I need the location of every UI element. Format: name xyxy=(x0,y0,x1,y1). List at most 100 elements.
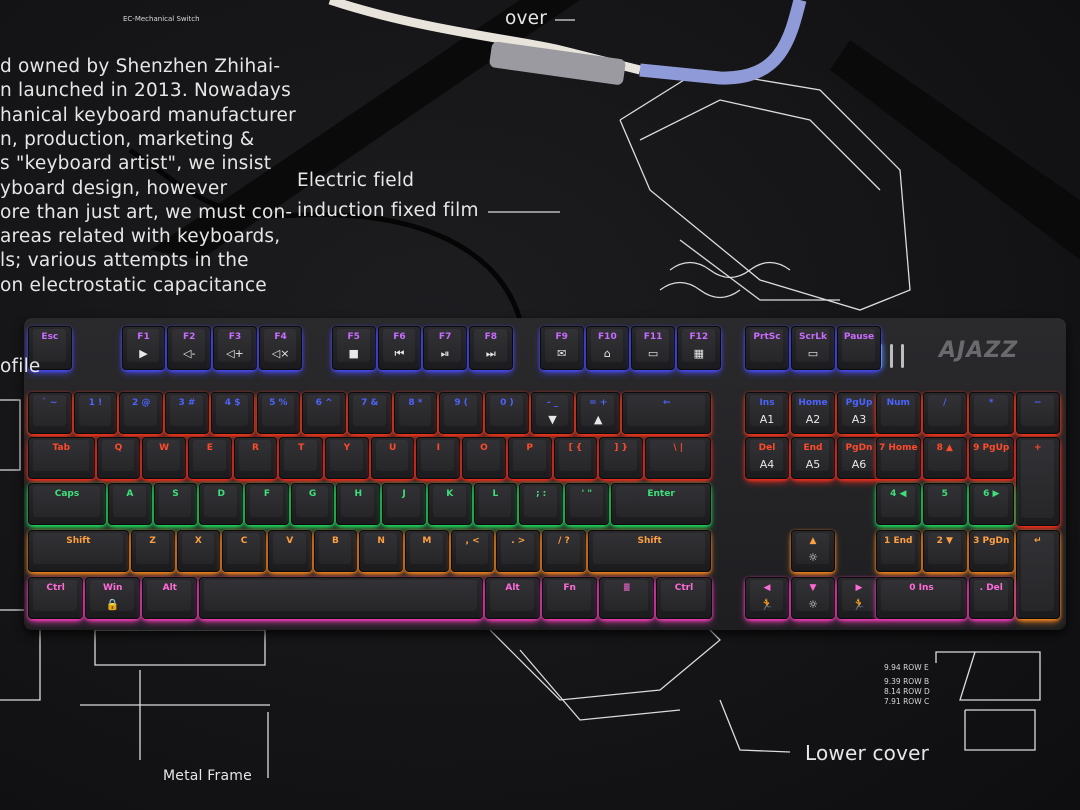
key-legend: + xyxy=(1033,443,1042,453)
paragraph-line: ore than just art, we must con- xyxy=(0,201,293,223)
key: Fn xyxy=(542,577,598,619)
key: Y xyxy=(325,437,369,479)
key: F4◁× xyxy=(258,326,303,370)
key-legend: 2 @ xyxy=(132,398,151,408)
key-sublegend: ◁× xyxy=(271,347,290,360)
key-legend: 7 Home xyxy=(878,443,918,453)
key-legend: Pause xyxy=(843,332,875,342)
key: A xyxy=(107,483,152,525)
switch-caption: EC-Mechanical Switch xyxy=(123,15,200,23)
key: L xyxy=(473,483,518,525)
key: 0 Ins xyxy=(876,577,967,619)
key-sublegend: 🏃 xyxy=(760,598,774,611)
key-legend: Caps xyxy=(54,489,80,499)
key-sublegend: A2 xyxy=(805,413,821,426)
key-legend: 4 $ xyxy=(224,398,241,408)
key-legend: ◀ xyxy=(763,583,771,593)
key: V xyxy=(267,530,312,572)
key-sublegend: A1 xyxy=(759,413,775,426)
key-legend: F7 xyxy=(438,332,452,342)
key-sublegend: ▲ xyxy=(594,413,603,426)
key-legend: - _ xyxy=(546,398,559,408)
key-legend: = + xyxy=(589,398,608,408)
scroll-lock-led xyxy=(901,344,904,368)
key-legend: Ins xyxy=(759,398,775,408)
key: Tab xyxy=(28,437,95,479)
key-legend: ; : xyxy=(535,489,547,499)
white-cable xyxy=(328,0,642,75)
electric-label-2: induction fixed film xyxy=(297,200,479,221)
key: M xyxy=(405,530,449,572)
key-legend: 9 ( xyxy=(454,398,468,408)
key-legend: 3 # xyxy=(178,398,196,408)
key-legend: A xyxy=(126,489,134,499)
key-legend: End xyxy=(803,443,823,453)
key: Pause xyxy=(837,326,881,370)
key-legend: F9 xyxy=(555,332,568,342)
key: 9 PgUp xyxy=(969,437,1014,479)
key: Shift xyxy=(587,530,712,572)
key: T xyxy=(279,437,324,479)
key: S xyxy=(153,483,198,525)
key-legend: C xyxy=(240,536,248,546)
brand-logo: AJAZZ xyxy=(939,338,1019,363)
key-legend: E xyxy=(206,443,213,453)
key-sublegend: ◁+ xyxy=(226,347,244,360)
key-legend: ↵ xyxy=(1033,536,1042,546)
key-legend: G xyxy=(308,489,317,499)
key: Caps xyxy=(28,483,106,525)
key-legend: 6 ^ xyxy=(315,398,333,408)
key: - _▼ xyxy=(530,392,575,434)
key-sublegend: ▶ xyxy=(139,347,148,360)
key: Z xyxy=(130,530,175,572)
key-legend: 4 ◀ xyxy=(890,489,907,499)
key-legend: Q xyxy=(114,443,123,453)
key-legend: Alt xyxy=(162,583,177,593)
key-legend: Enter xyxy=(647,489,675,499)
key-legend: ' " xyxy=(581,489,593,499)
key-sublegend: A6 xyxy=(851,458,867,471)
key-legend: Del xyxy=(758,443,776,453)
key-sublegend: A4 xyxy=(759,458,775,471)
paragraph-line: ls; various attempts in the xyxy=(0,250,249,272)
key-legend: 5 xyxy=(941,489,948,499)
key: F5■ xyxy=(331,326,376,370)
key-legend: * xyxy=(988,398,994,408)
key: 8 * xyxy=(393,392,438,434)
key-sublegend: ⏯ xyxy=(440,347,450,360)
key-legend: S xyxy=(172,489,179,499)
key-legend: P xyxy=(526,443,533,453)
key: ` ~ xyxy=(28,392,72,434)
row-label: 9.39 ROW B xyxy=(884,677,930,686)
key: F11▭ xyxy=(631,326,675,370)
key-legend: F11 xyxy=(643,332,663,342)
key-legend: R xyxy=(252,443,259,453)
metal-frame-label: Metal Frame xyxy=(163,768,252,784)
key-legend: B xyxy=(332,536,339,546)
key: Enter xyxy=(610,483,712,525)
key-legend: F12 xyxy=(689,332,709,342)
stand-bar xyxy=(150,0,580,260)
key-legend: K xyxy=(446,489,454,499)
key-legend: ← xyxy=(663,398,671,408)
key: ← xyxy=(622,392,712,434)
key-legend: − xyxy=(1033,398,1042,408)
key-sublegend: ⏭ xyxy=(485,347,496,360)
key: . Del xyxy=(969,577,1014,619)
key: F1▶ xyxy=(121,326,166,370)
key-legend: Num xyxy=(886,398,910,408)
key: F2◁- xyxy=(167,326,212,370)
key-legend: 1 End xyxy=(884,536,913,546)
key-legend: 3 PgDn xyxy=(973,536,1010,546)
key: H xyxy=(336,483,381,525)
key: ; : xyxy=(519,483,563,525)
key-legend: 9 PgUp xyxy=(973,443,1010,453)
key-sublegend: 🏃 xyxy=(852,598,866,611)
key-legend: Z xyxy=(149,536,156,546)
key: ≣ xyxy=(599,577,655,619)
